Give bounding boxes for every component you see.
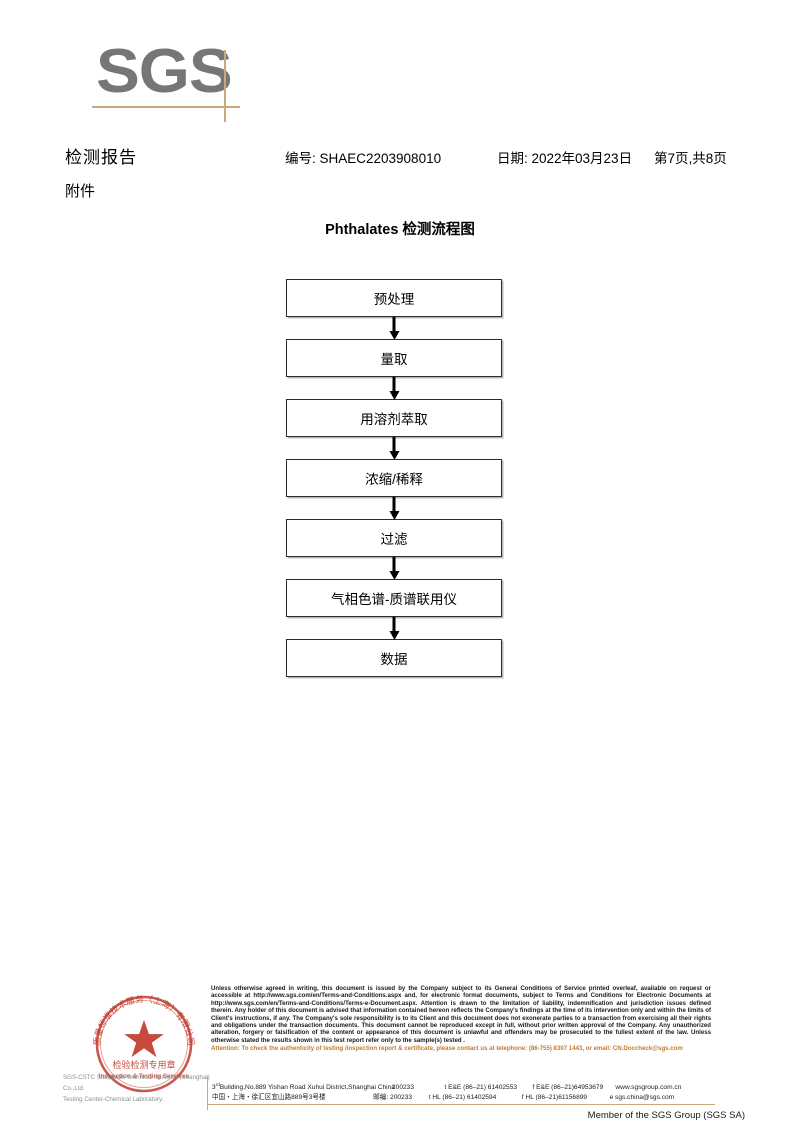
- sgs-logo-horizontal-rule: [92, 106, 240, 108]
- flow-node-gcms: 气相色谱-质谱联用仪: [286, 579, 502, 617]
- fax-hl: f HL (86–21)61156899: [521, 1094, 588, 1101]
- arrow-down-icon: [392, 557, 396, 572]
- flowchart: 预处理 量取 用溶剂萃取 浓缩/稀释 过滤 气相色谱-质谱联用仪 数据: [286, 279, 502, 677]
- email-link[interactable]: e sgs.china@sgs.com: [609, 1094, 675, 1101]
- sgs-logo: SGS: [92, 37, 356, 122]
- sgs-group-member-note: Member of the SGS Group (SGS SA): [587, 1110, 745, 1121]
- report-date: 日期: 2022年03月23日: [497, 151, 633, 166]
- company-name-line2: Testing Center-Chemical Laboratory.: [63, 1096, 164, 1103]
- telephone-ee: t E&E (86–21) 61402553: [444, 1084, 518, 1092]
- flow-node-solvent-extraction: 用溶剂萃取: [286, 399, 502, 437]
- inspection-seal-stamp: 质量标准技术服务（上海）有限公司 检验检测专用章 Inspection & Te…: [88, 988, 200, 1100]
- arrow-down-icon: [392, 377, 396, 392]
- flow-node-pretreatment: 预处理: [286, 279, 502, 317]
- svg-text:Inspection & Testing Services: Inspection & Testing Services: [99, 1073, 190, 1080]
- address-street-chinese: 中国・上海・徐汇区宜山路889号3号楼: [212, 1094, 326, 1101]
- fax-ee: f E&E (86–21)64953679: [532, 1084, 604, 1092]
- legal-attention-text: Attention: To check the authenticity of …: [211, 1045, 683, 1053]
- flow-node-concentrate-dilute: 浓缩/稀释: [286, 459, 502, 497]
- arrow-down-icon: [392, 617, 396, 632]
- arrow-down-icon: [392, 317, 396, 332]
- footer-horizontal-divider: [207, 1104, 715, 1106]
- legal-disclaimer: Unless otherwise agreed in writing, this…: [211, 985, 711, 1053]
- flow-connector: [286, 617, 502, 639]
- report-number: 编号: SHAEC2203908010: [285, 151, 442, 166]
- legal-disclaimer-text: Unless otherwise agreed in writing, this…: [211, 985, 711, 1044]
- page-title: 检测报告: [65, 148, 137, 167]
- flow-connector: [286, 377, 502, 399]
- footer-vertical-divider: [207, 1076, 209, 1110]
- website-link[interactable]: www.sgsgroup.com.cn: [615, 1084, 682, 1092]
- flowchart-title: Phthalates 检测流程图: [325, 222, 475, 238]
- address-zip-chinese: 邮编: 200233: [373, 1094, 413, 1101]
- telephone-hl: t HL (86–21) 61402594: [428, 1094, 497, 1101]
- flow-connector: [286, 437, 502, 459]
- address-street-english: 3rdBuilding,No.889 Yishan Road Xuhui Dis…: [212, 1082, 395, 1092]
- flow-connector: [286, 557, 502, 579]
- arrow-down-icon: [392, 497, 396, 512]
- flow-connector: [286, 497, 502, 519]
- seal-icon: 质量标准技术服务（上海）有限公司 检验检测专用章 Inspection & Te…: [91, 993, 196, 1093]
- sgs-logo-text: SGS: [96, 37, 233, 106]
- address-row-chinese: 中国・上海・徐汇区宜山路889号3号楼 邮编: 200233 t HL (86–…: [212, 1091, 717, 1104]
- office-address-block: 3rdBuilding,No.889 Yishan Road Xuhui Dis…: [212, 1078, 717, 1104]
- flow-node-measure: 量取: [286, 339, 502, 377]
- svg-text:检验检测专用章: 检验检测专用章: [112, 1059, 175, 1070]
- sgs-logo-vertical-rule: [224, 50, 226, 122]
- flow-node-filtration: 过滤: [286, 519, 502, 557]
- attachment-label: 附件: [65, 183, 96, 200]
- address-zip-english: 200233: [392, 1084, 415, 1092]
- arrow-down-icon: [392, 437, 396, 452]
- address-row-english: 3rdBuilding,No.889 Yishan Road Xuhui Dis…: [212, 1078, 717, 1091]
- flow-connector: [286, 317, 502, 339]
- page-number: 第7页,共8页: [654, 151, 727, 166]
- company-name-line1: SGS-CSTC Standards Technical Services (S…: [63, 1074, 210, 1092]
- laboratory-company-name: SGS-CSTC Standards Technical Services (S…: [63, 1072, 223, 1105]
- flow-node-data: 数据: [286, 639, 502, 677]
